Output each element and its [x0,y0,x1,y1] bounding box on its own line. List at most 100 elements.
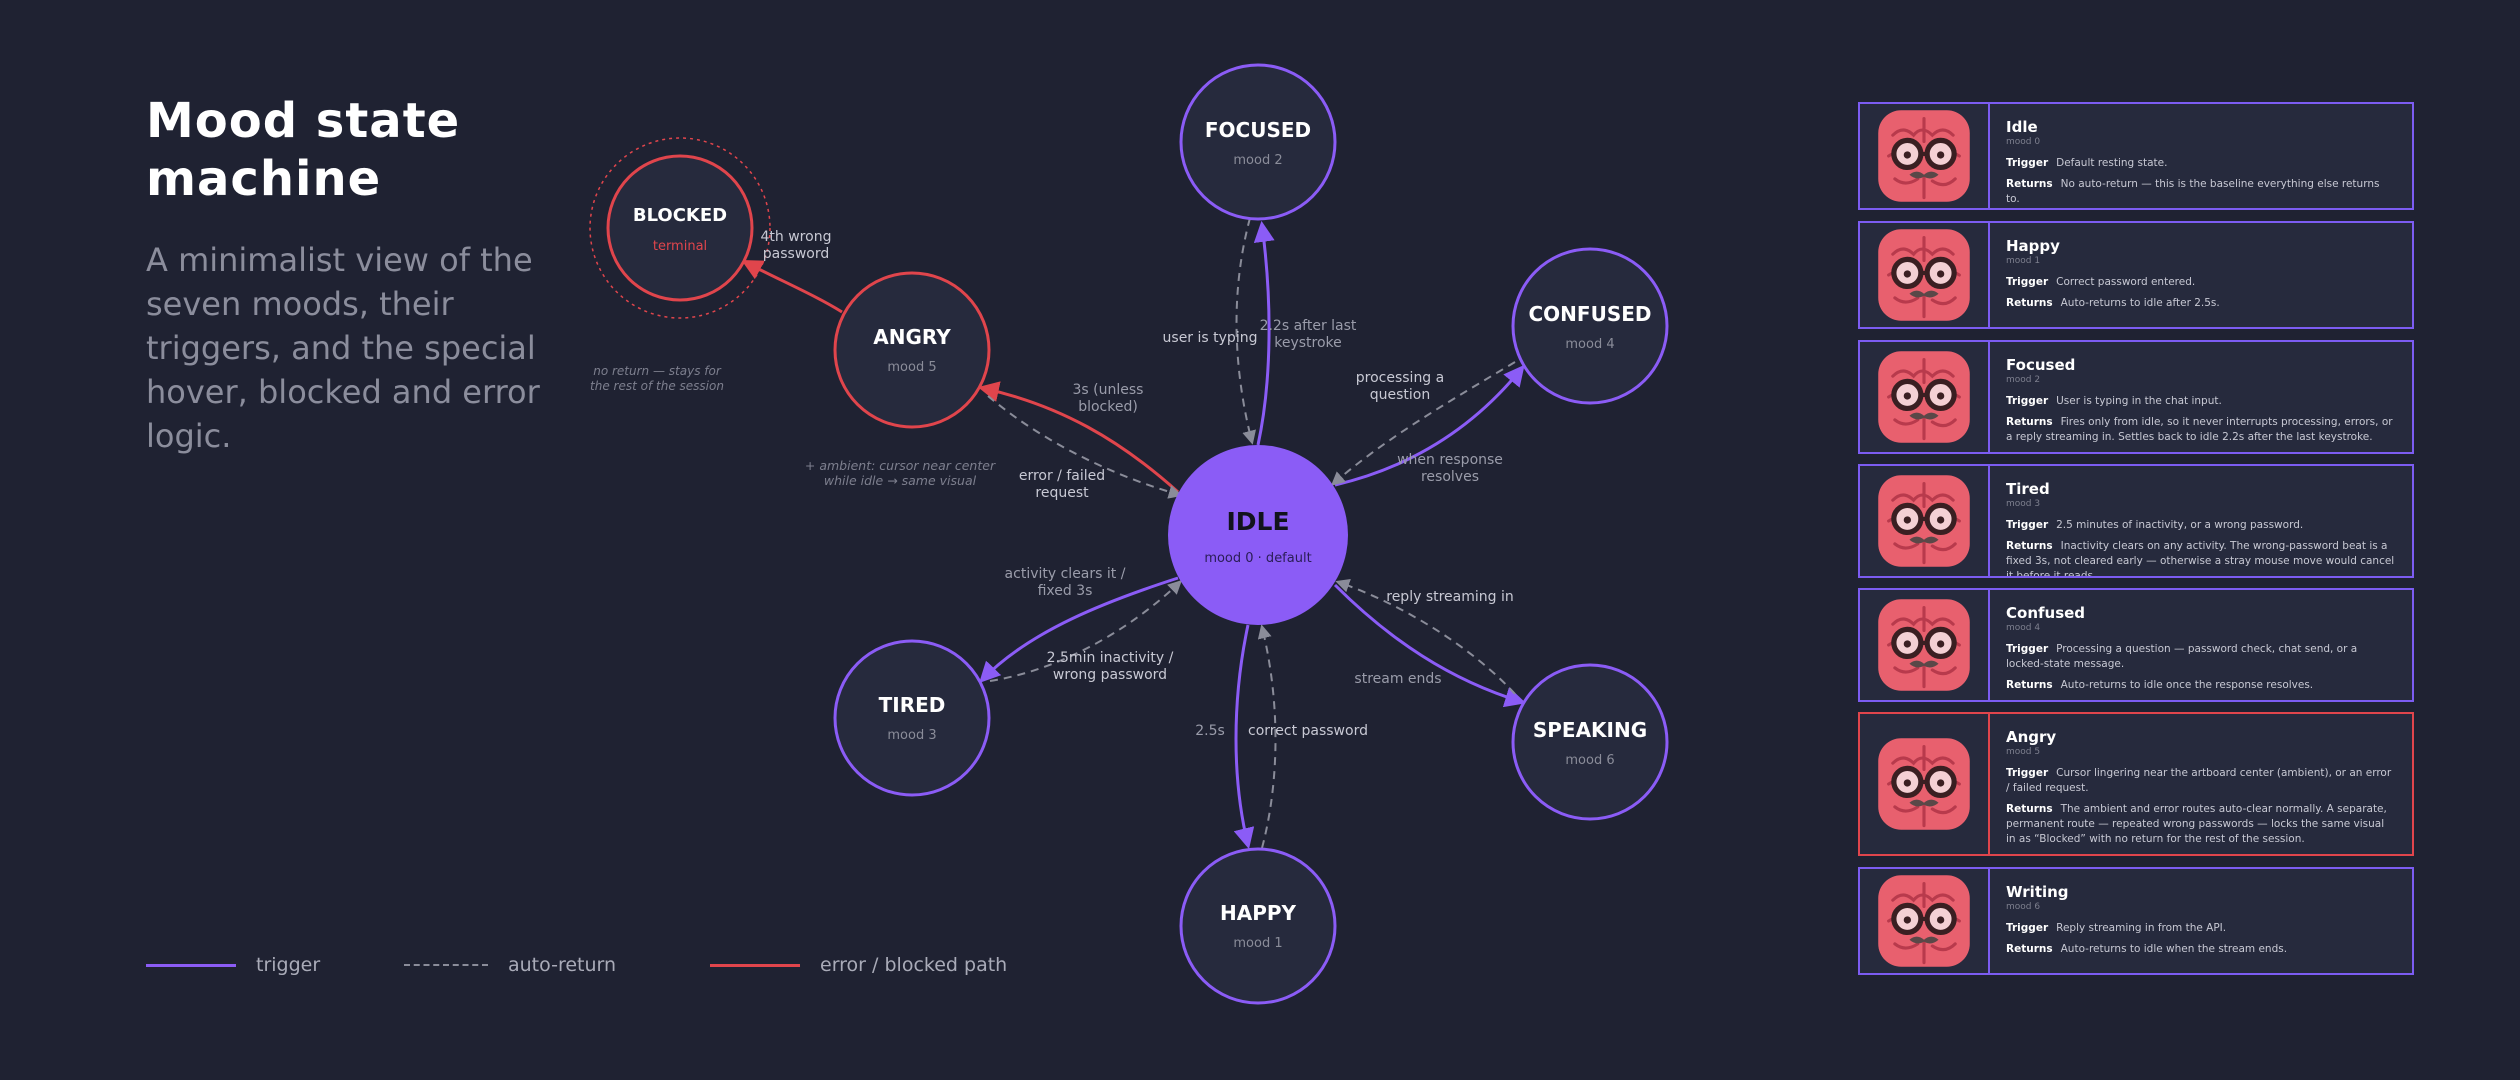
mood-card-thumb [1860,714,1990,854]
trigger-text: User is typing in the chat input. [2056,395,2222,407]
node-idle: IDLE mood 0 · default [1168,445,1348,625]
node-blocked: BLOCKED terminal [589,137,771,319]
legend-trigger-line [146,963,236,967]
svg-text:FOCUSED: FOCUSED [1205,118,1311,142]
returns-text: Auto-returns to idle once the response r… [2060,679,2314,691]
brain-with-glasses-icon [1878,229,1970,321]
trigger-label: Trigger [2006,157,2049,169]
label-angry-trigger: error / failed request [1019,468,1105,501]
mood-card-name: Focused [2006,356,2076,374]
mood-card-name: Angry [2006,728,2057,746]
node-focused: FOCUSED mood 2 [1179,63,1337,221]
returns-text: Fires only from idle, so it never interr… [2006,416,2393,443]
trigger-text: Reply streaming in from the API. [2056,922,2227,934]
brain-with-glasses-icon [1878,738,1970,830]
page-subtitle: A minimalist view of the seven moods, th… [146,241,540,455]
brain-with-glasses-icon [1878,110,1970,202]
mood-card-mood: mood 5 [2006,747,2041,757]
svg-text:mood 1: mood 1 [1233,936,1282,951]
mood-card-name: Happy [2006,237,2060,255]
svg-text:IDLE: IDLE [1226,507,1289,536]
label-tired-return: activity clears it / fixed 3s [1005,566,1126,599]
returns-label: Returns [2006,416,2053,428]
legend-auto-return: auto-return [404,950,616,980]
svg-text:terminal: terminal [653,239,707,254]
node-confused: CONFUSED mood 4 [1511,247,1669,405]
edge-speaking-trigger [1333,583,1527,708]
returns-label: Returns [2006,540,2053,552]
trigger-text: Correct password entered. [2056,276,2196,288]
edge-blocked-trigger [741,260,843,314]
edge-angry-trigger [977,381,1180,494]
mood-card-name: Confused [2006,604,2086,622]
label-happy-return: 2.5s [1195,723,1225,739]
mood-card-name: Idle [2006,118,2038,136]
brain-with-glasses-icon [1878,475,1970,567]
edge-speaking-return [1335,579,1516,695]
trigger-text: Cursor lingering near the artboard cente… [2006,767,2392,794]
mood-card-thumb [1860,466,1990,576]
legend-trigger: trigger [146,950,320,980]
mood-card-name: Tired [2006,480,2050,498]
returns-label: Returns [2006,178,2053,190]
svg-text:TIRED: TIRED [879,693,946,717]
mood-card-thumb [1860,590,1990,700]
svg-text:mood 0 · default: mood 0 · default [1204,551,1311,566]
svg-text:mood 2: mood 2 [1233,153,1282,168]
label-tired-trigger: 2.5min inactivity / wrong password [1047,650,1174,683]
label-focus-trigger: user is typing [1163,330,1258,346]
label-speaking-return: stream ends [1354,671,1441,687]
legend-error: error / blocked path [710,950,1007,980]
label-confused-trigger: processing a question [1356,370,1444,403]
edge-focused-trigger [1253,220,1275,446]
returns-label: Returns [2006,803,2053,815]
mood-card-trigger: Trigger Correct password entered. [2006,275,2396,290]
node-tired: TIRED mood 3 [833,639,991,797]
brain-with-glasses-icon [1878,875,1970,967]
node-speaking: SPEAKING mood 6 [1511,663,1669,821]
mood-card-mood: mood 3 [2006,499,2041,509]
label-angry-return: 3s (unless blocked) [1073,382,1144,415]
trigger-text: 2.5 minutes of inactivity, or a wrong pa… [2056,519,2304,531]
edge-happy-trigger [1233,624,1255,850]
svg-text:mood 3: mood 3 [887,728,936,743]
trigger-label: Trigger [2006,276,2049,288]
returns-text: The ambient and error routes auto-clear … [2006,803,2387,845]
trigger-text: Processing a question — password check, … [2006,643,2358,670]
returns-label: Returns [2006,297,2053,309]
legend-auto-return-label: auto-return [508,954,617,976]
mood-card-trigger: Trigger Default resting state. [2006,156,2396,171]
returns-text: Auto-returns to idle after 2.5s. [2060,297,2220,309]
mood-card-mood: mood 4 [2006,623,2041,633]
mood-card-name: Writing [2006,883,2069,901]
returns-text: Inactivity clears on any activity. The w… [2006,540,2395,576]
note-no-return: no return — stays for the rest of the se… [590,364,724,393]
node-angry: ANGRY mood 5 [833,271,991,429]
trigger-text: Default resting state. [2056,157,2168,169]
trigger-label: Trigger [2006,643,2049,655]
brain-with-glasses-icon [1878,599,1970,691]
mood-card-mood: mood 1 [2006,256,2041,266]
label-focus-return: 2.2s after last keystroke [1260,318,1357,351]
legend-error-label: error / blocked path [820,954,1008,976]
edge-tired-trigger [979,576,1179,684]
label-blocked-trigger: 4th wrong password [761,229,832,262]
edge-focused-return [1235,217,1256,445]
svg-text:mood 4: mood 4 [1565,337,1614,352]
